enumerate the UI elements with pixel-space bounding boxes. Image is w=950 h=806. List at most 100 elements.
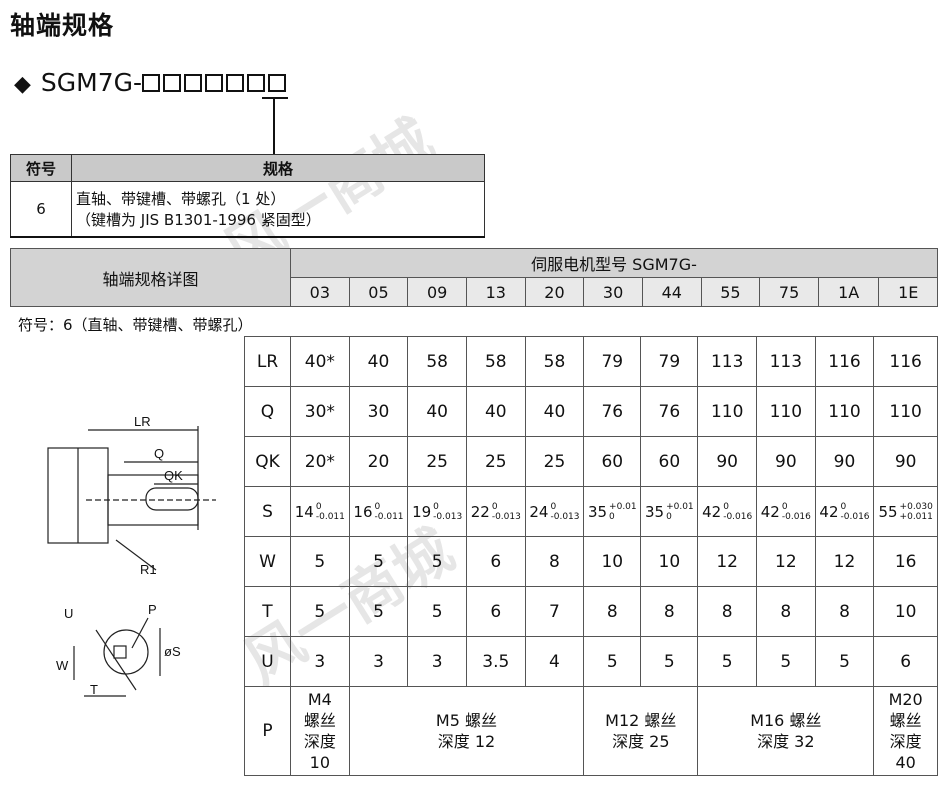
tolerance-nominal: 19 — [412, 502, 432, 521]
code-boxes — [142, 68, 289, 97]
tolerance-nominal: 35 — [587, 502, 608, 521]
value-cell: 58 — [524, 336, 585, 387]
value-cell: 8 — [640, 586, 699, 637]
code-box — [184, 74, 203, 92]
screw-spec-line: 40 — [895, 753, 916, 772]
model-header-cell: 1E — [878, 277, 938, 307]
tolerance-upper: 0 — [433, 501, 439, 512]
value-cell: 76 — [640, 386, 699, 437]
code-marker-line — [273, 98, 275, 154]
value-cell: 16 — [873, 536, 938, 587]
row-label: S — [244, 486, 291, 537]
tolerance-nominal: 42 — [702, 502, 722, 521]
key-section-shape — [113, 645, 127, 659]
tolerance-lower: 0 — [666, 511, 672, 522]
value-cell: 20* — [290, 436, 350, 487]
value-cell: 8 — [524, 536, 585, 587]
row-label: U — [244, 636, 291, 687]
label-t: T — [90, 682, 98, 697]
spec-desc-line1: 直轴、带键槽、带螺孔（1 处） — [76, 190, 286, 208]
value-cell: 5 — [348, 586, 409, 637]
tolerance-range: 0-0.013 — [433, 502, 462, 522]
value-cell: 58 — [407, 336, 467, 387]
header-row-top: 轴端规格详图 伺服电机型号 SGM7G- — [10, 248, 938, 307]
value-cell: 5 — [407, 536, 467, 587]
value-cell: 6 — [873, 636, 938, 687]
value-cell: 5 — [640, 636, 699, 687]
shaft-end-drawing: LR Q QK R1 U P W T øS — [47, 414, 216, 697]
label-lr: LR — [134, 414, 151, 429]
tolerance-upper: 0 — [840, 501, 847, 512]
row-label: W — [244, 536, 291, 587]
model-header-cell: 55 — [700, 277, 761, 307]
tolerance-range: 0-0.016 — [782, 502, 811, 522]
tolerance-lower: -0.011 — [374, 511, 404, 522]
value-cell: 3.5 — [465, 636, 526, 687]
value-cell: 7 — [524, 586, 585, 637]
value-cell: 110 — [756, 386, 816, 437]
tolerance-lower: -0.011 — [315, 511, 345, 522]
tolerance-nominal: 55 — [878, 502, 898, 521]
screw-spec-line: M16 螺丝 — [750, 711, 822, 730]
label-u: U — [64, 606, 73, 621]
value-cell: 10 — [873, 586, 938, 637]
screw-spec-line: M4 — [307, 690, 332, 709]
tolerance-upper: +0.01 — [609, 501, 637, 512]
model-header-cell: 09 — [407, 277, 467, 307]
value-cell: 25 — [465, 436, 526, 487]
row-label: QK — [244, 436, 291, 487]
tolerance-lower: -0.013 — [491, 511, 521, 522]
page-title: 轴端规格 — [10, 11, 115, 40]
model-prefix: SGM7G- — [40, 68, 143, 97]
value-cell: 79 — [583, 336, 642, 387]
value-cell: 110 — [697, 386, 757, 437]
row-label: LR — [244, 336, 291, 387]
tolerance-lower: +0.011 — [899, 511, 933, 522]
tolerance-upper: 0 — [723, 501, 729, 512]
value-cell: 116 — [873, 336, 938, 387]
screw-spec-line: 深度 32 — [757, 732, 815, 751]
value-cell: 8 — [814, 586, 875, 637]
value-cell: 5 — [583, 636, 642, 687]
label-q: Q — [154, 446, 164, 461]
value-cell: 25 — [407, 436, 467, 487]
value-cell: 40 — [524, 386, 585, 437]
tolerance-range: 0-0.011 — [316, 502, 345, 522]
row-label: T — [244, 586, 291, 637]
tolerance-range: +0.030+0.011 — [900, 502, 933, 522]
label-p: P — [148, 602, 157, 617]
value-cell: 116 — [814, 336, 875, 387]
code-box — [247, 74, 266, 92]
value-cell: 79 — [640, 336, 699, 387]
spec-code: 6 — [10, 181, 72, 238]
value-cell: 90 — [814, 436, 875, 487]
tolerance-lower: 0 — [609, 511, 615, 522]
value-cell: 76 — [583, 386, 642, 437]
tolerance-upper: +0.030 — [899, 501, 933, 512]
value-cell: 6 — [465, 586, 526, 637]
tolerance-range: 0-0.013 — [492, 502, 521, 522]
model-header-cell: 1A — [817, 277, 880, 307]
tolerance-range: 0-0.016 — [723, 502, 752, 522]
value-cell: 5 — [814, 636, 875, 687]
value-cell: 12 — [697, 536, 757, 587]
code-box — [163, 74, 182, 92]
value-cell: 58 — [465, 336, 526, 387]
row-label: P — [244, 686, 291, 776]
screw-spec-cell: M12 螺丝深度 25 — [583, 686, 699, 776]
header-detail-drawing: 轴端规格详图 — [10, 248, 291, 307]
model-header-cell: 20 — [524, 277, 585, 307]
value-cell: 30 — [348, 386, 409, 437]
value-cell: 5 — [756, 636, 816, 687]
spec-header-code: 符号 — [10, 154, 72, 182]
